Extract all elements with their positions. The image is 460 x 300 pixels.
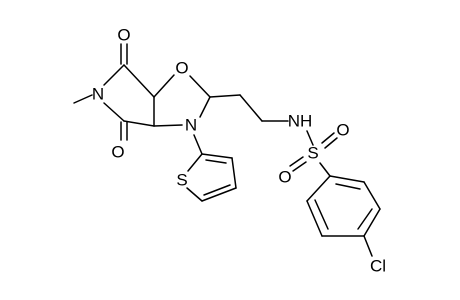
atom-s-sulfonyl: S xyxy=(307,144,318,163)
bond-th-inner-2 xyxy=(205,159,227,164)
bond-s-o-bottom-2 xyxy=(292,161,307,172)
bond-ph-inner-3 xyxy=(335,183,361,190)
bond-th-4 xyxy=(231,157,237,189)
bond-n-c6a xyxy=(153,124,183,127)
bond-ch2a-ch2b xyxy=(239,94,263,122)
bond-s-o-right-1 xyxy=(321,132,335,144)
atom-n-imide: N xyxy=(92,85,104,104)
bonds xyxy=(73,43,381,257)
bond-ph-2 xyxy=(306,200,323,237)
bond-s-o-right-2 xyxy=(324,137,338,149)
bond-ph-5 xyxy=(363,181,381,210)
bond-c1-c6a xyxy=(123,120,155,127)
atom-o-sulfonyl-bottom: O xyxy=(278,168,291,187)
bond-o-c2ox xyxy=(189,75,211,98)
bond-ph-6 xyxy=(329,175,365,183)
bond-th-3 xyxy=(201,187,237,202)
bond-c2ox-ch2a xyxy=(209,94,241,98)
bond-ph-cl xyxy=(363,235,373,257)
atom-o-top: O xyxy=(117,26,130,45)
bond-n-c1 xyxy=(103,102,125,122)
atom-nh: NH xyxy=(288,112,313,131)
bond-th-2 xyxy=(186,187,203,202)
bond-ph-4 xyxy=(363,208,381,237)
bond-nh-s xyxy=(306,130,314,146)
bond-c2-n xyxy=(103,64,125,86)
bond-ph-1 xyxy=(306,175,331,202)
atom-o-sulfonyl-right: O xyxy=(336,121,349,140)
bond-s-o-bottom-1 xyxy=(289,156,304,167)
atom-o-ring: O xyxy=(175,59,188,78)
atom-n-ring: N xyxy=(185,116,197,135)
atom-labels: O O N O N S NH S O O Cl xyxy=(92,26,386,276)
bond-n-methyl xyxy=(73,94,93,104)
bond-th-5 xyxy=(201,153,233,159)
bond-ph-inner-1 xyxy=(314,199,329,230)
atom-s-thiophene: S xyxy=(176,171,187,190)
bond-th-1 xyxy=(187,153,203,172)
atom-cl: Cl xyxy=(370,257,386,276)
bond-c2ox-n xyxy=(199,96,211,118)
bond-ph-inner-2 xyxy=(357,208,373,230)
bond-s-phenyl xyxy=(319,162,331,177)
bond-n-thiophene xyxy=(193,134,203,155)
atom-o-bottom: O xyxy=(111,143,124,162)
bond-c2-c3a xyxy=(123,64,155,98)
bond-c3a-o xyxy=(153,74,175,98)
bond-th-inner-1 xyxy=(203,184,231,196)
